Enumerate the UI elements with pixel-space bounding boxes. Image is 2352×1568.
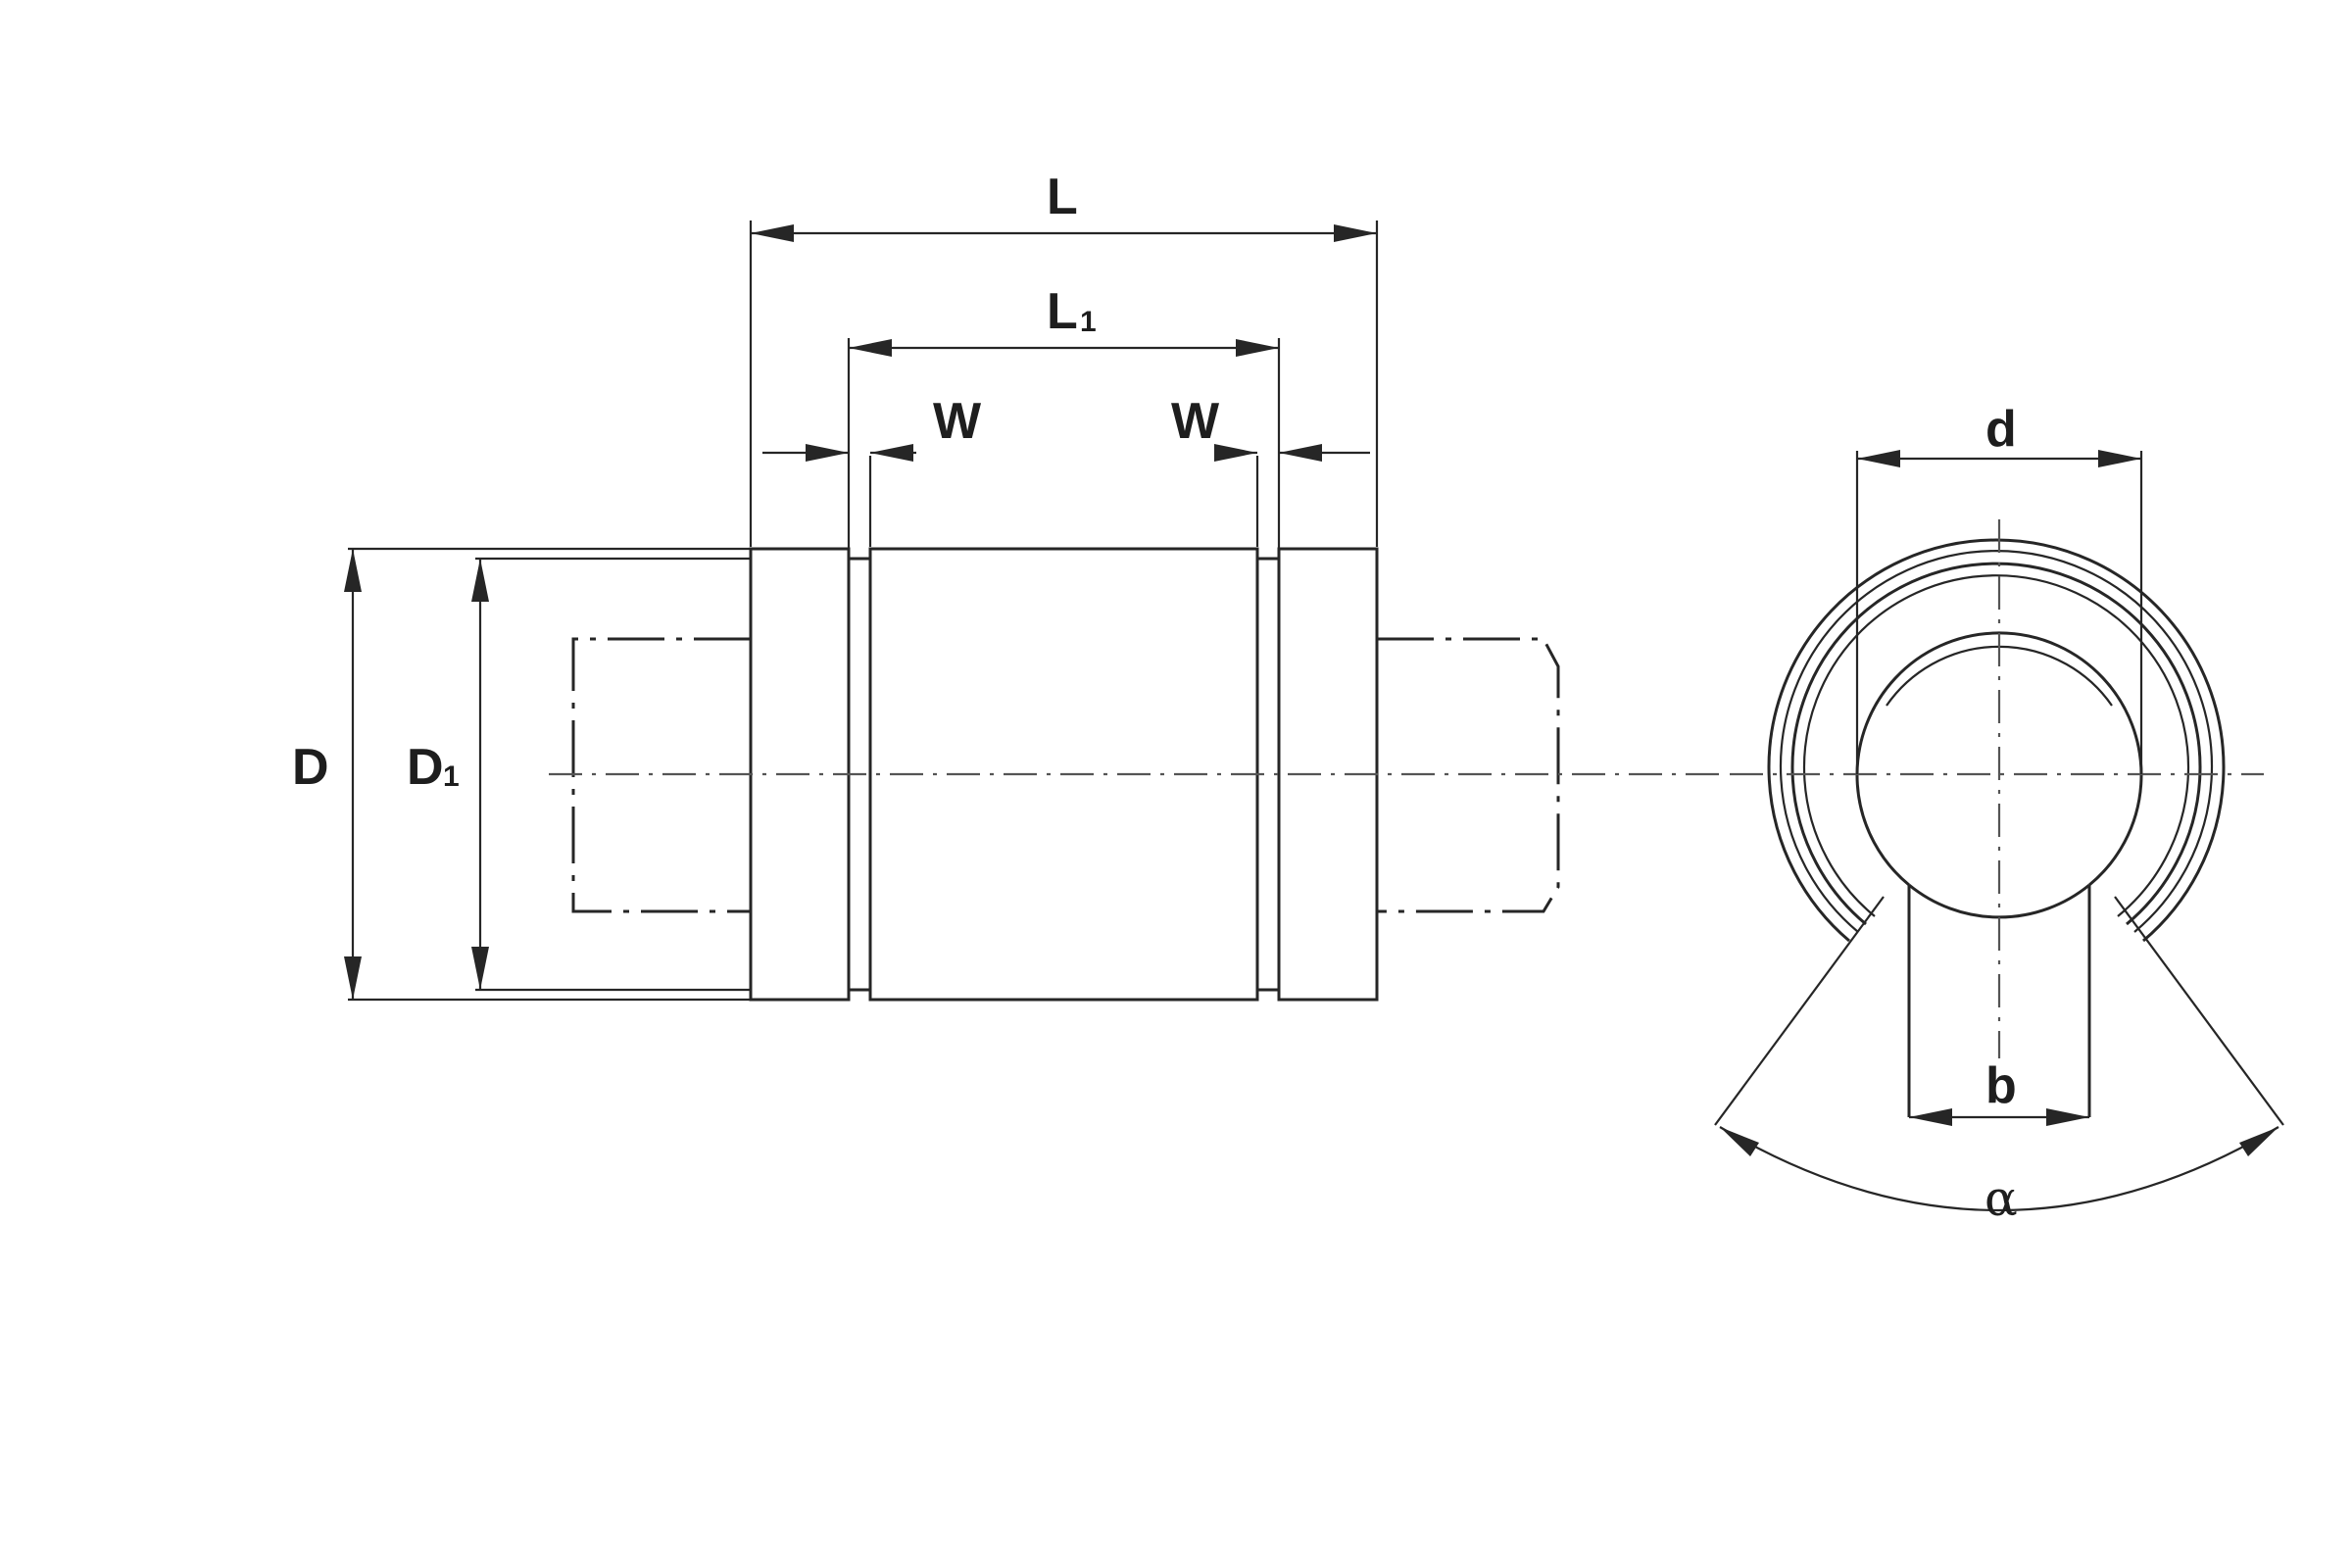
dimension-W-left: W [762,393,982,462]
label-d: d [1985,401,2017,458]
dimension-W-right: W [1171,393,1370,462]
label-L: L [1047,169,1078,225]
dimension-L1: L 1 [849,283,1279,357]
label-W-right: W [1171,393,1220,450]
dimension-b: b [1909,1057,2089,1126]
dimension-D1: D 1 [407,559,489,990]
label-b: b [1985,1057,2017,1114]
middle-ring-inner-edge [1802,574,2190,917]
dimension-L: L [751,169,1377,242]
shaft-bottom-arc [1908,883,2090,919]
dimension-D: D [292,549,362,1000]
label-D1-subscript: 1 [443,760,460,793]
dimension-d: d [1855,401,2143,774]
label-L1: L [1047,283,1078,340]
middle-ring [1790,562,2202,926]
label-D: D [292,739,329,796]
dimension-alpha: α [1719,1126,2279,1227]
outer-ring [1767,538,2226,943]
label-L1-subscript: 1 [1080,306,1097,338]
outer-ring-inner-edge [1779,550,2214,933]
side-view: L L 1 W W D [292,169,1725,1002]
label-D1: D [407,739,444,796]
alpha-ray-left [1714,896,1885,1126]
label-W-left: W [933,393,982,450]
extension-lines [348,220,1379,1002]
alpha-arc [1719,1126,2279,1212]
label-alpha: α [1984,1170,2018,1227]
end-view: d b α [1714,401,2284,1227]
alpha-ray-right [2114,896,2284,1126]
